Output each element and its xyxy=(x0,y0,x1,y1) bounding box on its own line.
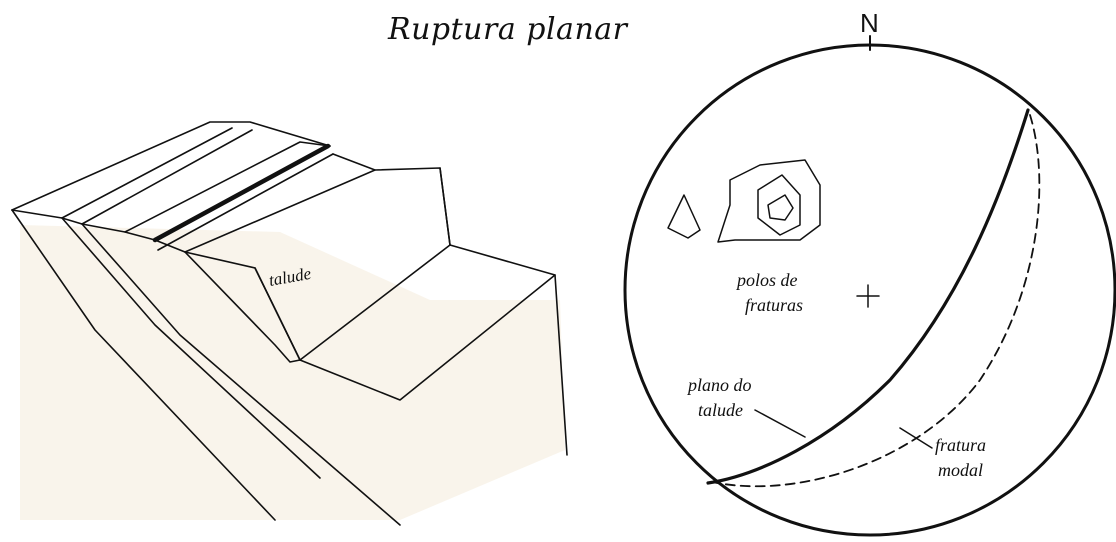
pole-contour-inner xyxy=(767,194,794,221)
slope-block-drawing: talude xyxy=(11,121,568,526)
slope-plane-leader-line xyxy=(754,409,806,438)
modal-fracture-label-line1: fratura xyxy=(935,435,986,455)
top-edge-back xyxy=(11,121,331,211)
sliding-plane-lower-edge xyxy=(157,153,334,251)
north-label: N xyxy=(860,8,879,38)
modal-fracture-label-line2: modal xyxy=(938,460,983,480)
paper-shading xyxy=(20,225,565,520)
top-strip-line-1 xyxy=(11,127,233,219)
pole-contour-outer xyxy=(717,159,821,243)
top-strip-line-2 xyxy=(61,129,253,225)
slope-plane-label-line2: talude xyxy=(698,400,743,420)
slope-plane-label-line1: plano do xyxy=(686,375,752,395)
pole-contours xyxy=(667,159,821,243)
block-edge-vertical xyxy=(254,267,301,361)
bench-surface xyxy=(299,244,556,401)
pole-contour-small xyxy=(667,194,701,239)
slope-face-right xyxy=(81,223,401,526)
block-edge-right xyxy=(439,167,451,246)
slope-face-middle xyxy=(61,217,321,479)
stereonet: N polos de fraturas plano do talude frat… xyxy=(623,8,1116,537)
modal-fracture-leader-line xyxy=(899,427,933,449)
top-strip-line-3 xyxy=(81,141,331,233)
toe-notch xyxy=(124,231,301,363)
slope-plane-great-circle xyxy=(706,108,1030,485)
sliding-plane-trace xyxy=(152,143,331,243)
poles-label-line2: fraturas xyxy=(745,295,803,315)
bench-right-edge xyxy=(554,274,568,456)
poles-label-line1: polos de xyxy=(735,270,798,290)
slope-face-left xyxy=(11,209,276,521)
stereonet-primitive-circle xyxy=(623,43,1116,537)
center-cross-icon xyxy=(856,284,880,308)
pole-contour-middle xyxy=(757,174,801,236)
block-top-inner xyxy=(332,153,376,171)
modal-fracture-great-circle xyxy=(711,114,1041,488)
figure-title: Ruptura planar xyxy=(388,12,628,47)
